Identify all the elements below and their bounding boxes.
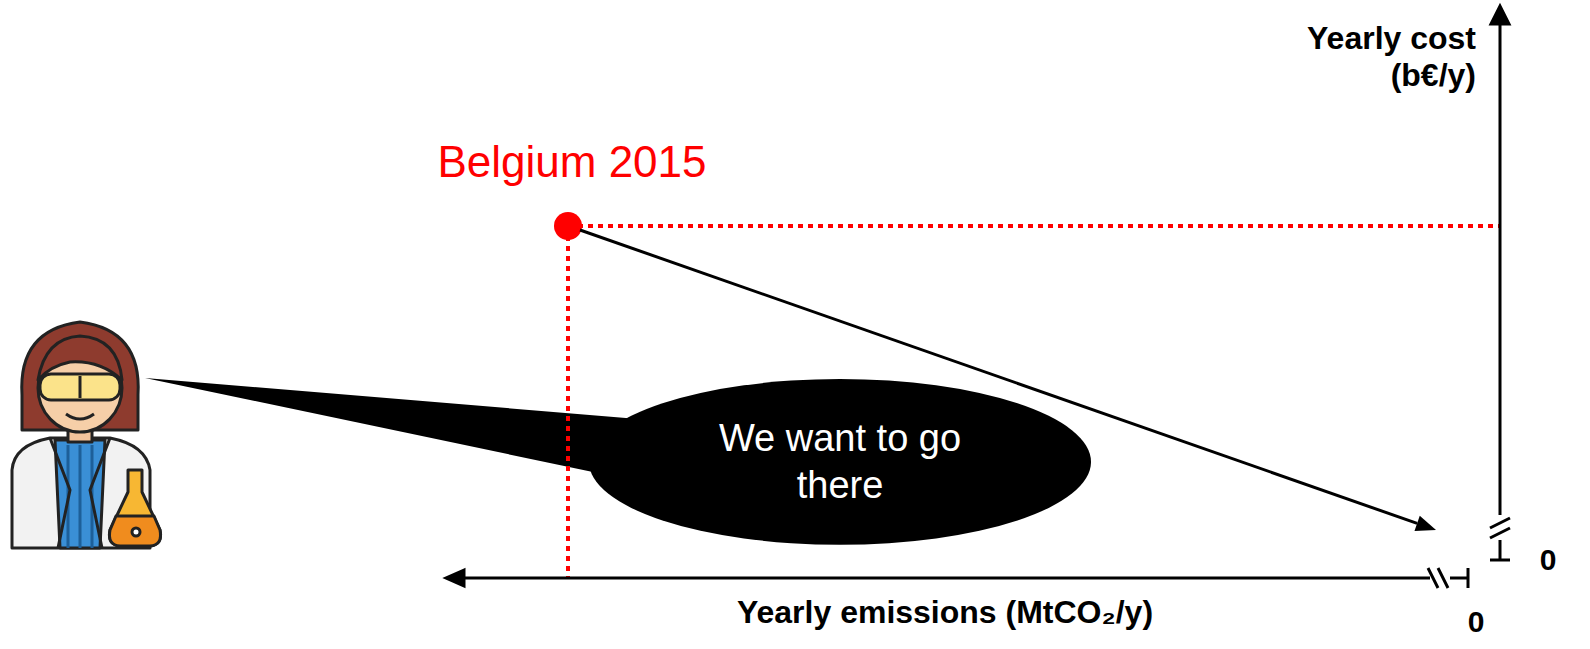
guide-line xyxy=(566,226,570,578)
scientist-icon xyxy=(12,322,161,548)
axis-origin: 0 xyxy=(1468,605,1485,640)
arrow-head xyxy=(1414,516,1436,531)
bubble-ellipse xyxy=(589,379,1091,545)
guide-line xyxy=(568,224,1500,228)
axis-title: Yearly cost (b€/y) xyxy=(1236,20,1476,94)
belgium-point xyxy=(554,212,582,240)
speech-tail xyxy=(145,378,650,476)
speech-bubble: We want to go there xyxy=(588,378,1092,546)
axis-title: Yearly emissions (MtCO₂/y) xyxy=(737,594,1153,631)
cost-axis xyxy=(1490,6,1510,560)
axis-origin: 0 xyxy=(1540,543,1557,578)
bubble-shape xyxy=(588,378,1092,546)
emissions-axis xyxy=(446,568,1468,588)
bubble-text: We want to go there xyxy=(680,415,1000,510)
point-label: Belgium 2015 xyxy=(437,137,706,188)
